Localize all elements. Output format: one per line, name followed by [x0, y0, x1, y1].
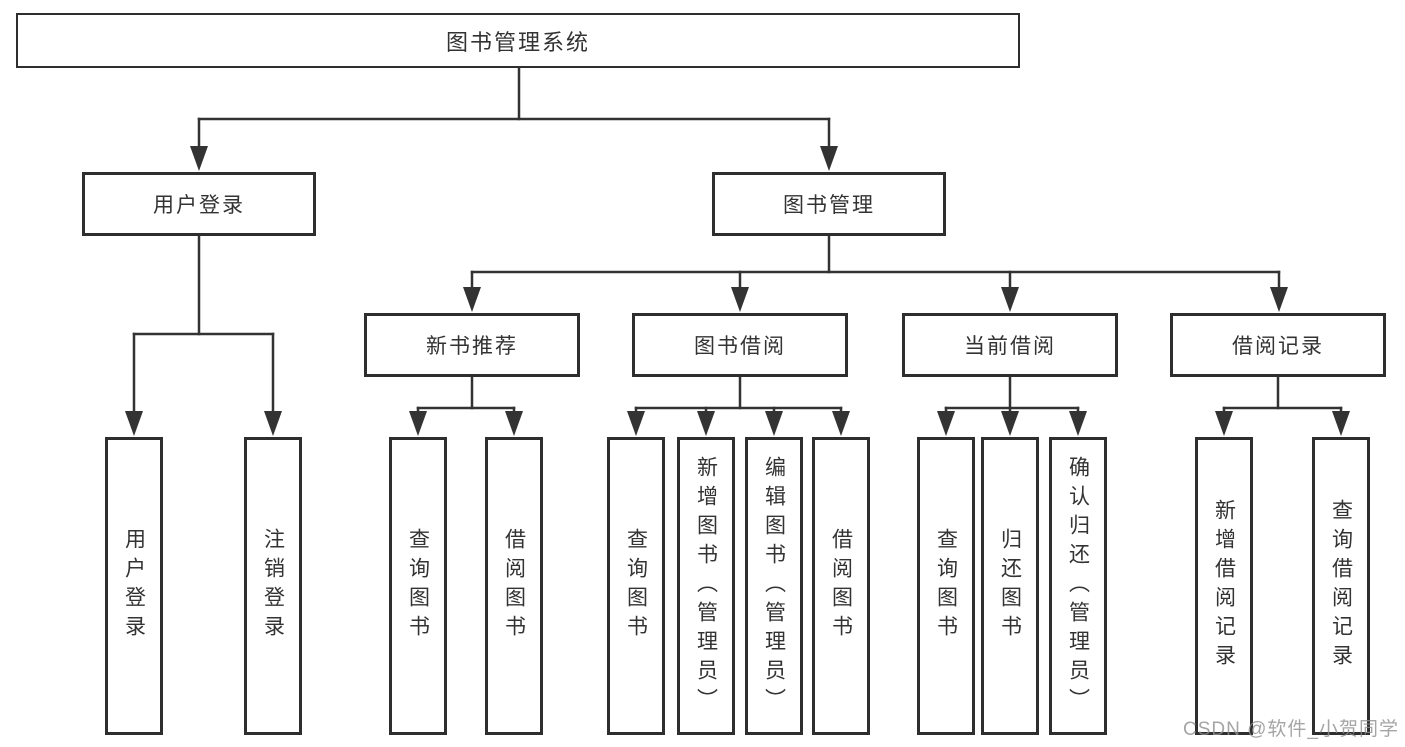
leaf-query-books-1: 查询图书	[389, 437, 447, 735]
leaf-confirm-return-admin: 确认归还（管理员）	[1049, 437, 1107, 735]
arrowhead	[1332, 411, 1350, 436]
leaf-label: 新增借阅记录	[1212, 499, 1236, 673]
leaf-label: 注销登录	[261, 528, 285, 644]
node-current-borrow: 当前借阅	[902, 313, 1118, 377]
connector-management-to-level3	[463, 234, 1288, 312]
connector-current-to-leaves	[937, 375, 1087, 436]
arrowhead	[1001, 287, 1019, 312]
leaf-edit-books-admin: 编辑图书（管理员）	[745, 437, 803, 735]
arrowhead	[937, 411, 955, 436]
leaf-label: 查询图书	[406, 528, 430, 644]
arrowhead	[1215, 411, 1233, 436]
csdn-watermark: CSDN @软件_小贺同学	[1183, 719, 1399, 740]
leaf-add-books-admin: 新增图书（管理员）	[677, 437, 735, 735]
arrowhead	[409, 411, 427, 436]
arrowhead	[505, 411, 523, 436]
connector-newbook-to-leaves	[409, 375, 523, 436]
arrowhead	[125, 411, 143, 436]
leaf-query-borrow-record: 查询借阅记录	[1312, 437, 1370, 735]
arrowhead	[765, 411, 783, 436]
leaf-query-books-3: 查询图书	[917, 437, 975, 735]
arrowhead	[820, 146, 838, 171]
leaf-user-login: 用户登录	[105, 437, 163, 735]
arrowhead	[1270, 287, 1288, 312]
arrowhead	[264, 411, 282, 436]
leaf-borrow-books-1: 借阅图书	[485, 437, 543, 735]
leaf-label: 确认归还（管理员）	[1066, 455, 1090, 717]
arrowhead	[190, 146, 208, 171]
connector-login-to-leaves	[125, 234, 282, 436]
leaf-label: 用户登录	[122, 528, 146, 644]
node-new-book-recommend: 新书推荐	[364, 313, 580, 377]
leaf-label: 查询借阅记录	[1329, 499, 1353, 673]
leaf-label: 新增图书（管理员）	[694, 455, 718, 717]
node-root-system: 图书管理系统	[16, 13, 1020, 68]
leaf-logout: 注销登录	[244, 437, 302, 735]
node-book-management: 图书管理	[712, 172, 946, 236]
leaf-label: 借阅图书	[829, 528, 853, 644]
arrowhead	[731, 287, 749, 312]
leaf-return-books: 归还图书	[981, 437, 1039, 735]
leaf-label: 查询图书	[934, 528, 958, 644]
leaf-label: 归还图书	[998, 528, 1022, 644]
arrowhead	[697, 411, 715, 436]
connector-borrow-to-leaves	[627, 375, 850, 436]
leaf-add-borrow-record: 新增借阅记录	[1195, 437, 1253, 735]
leaf-query-books-2: 查询图书	[607, 437, 665, 735]
leaf-label: 编辑图书（管理员）	[762, 455, 786, 717]
arrowhead	[463, 287, 481, 312]
node-book-borrow: 图书借阅	[632, 313, 848, 377]
leaf-label: 查询图书	[624, 528, 648, 644]
arrowhead	[832, 411, 850, 436]
arrowhead	[627, 411, 645, 436]
node-user-login: 用户登录	[82, 172, 316, 236]
connector-root-to-level2	[190, 66, 838, 171]
arrowhead	[1001, 411, 1019, 436]
leaf-borrow-books-2: 借阅图书	[812, 437, 870, 735]
connector-records-to-leaves	[1215, 375, 1350, 436]
leaf-label: 借阅图书	[502, 528, 526, 644]
arrowhead	[1069, 411, 1087, 436]
node-borrow-records: 借阅记录	[1170, 313, 1386, 377]
